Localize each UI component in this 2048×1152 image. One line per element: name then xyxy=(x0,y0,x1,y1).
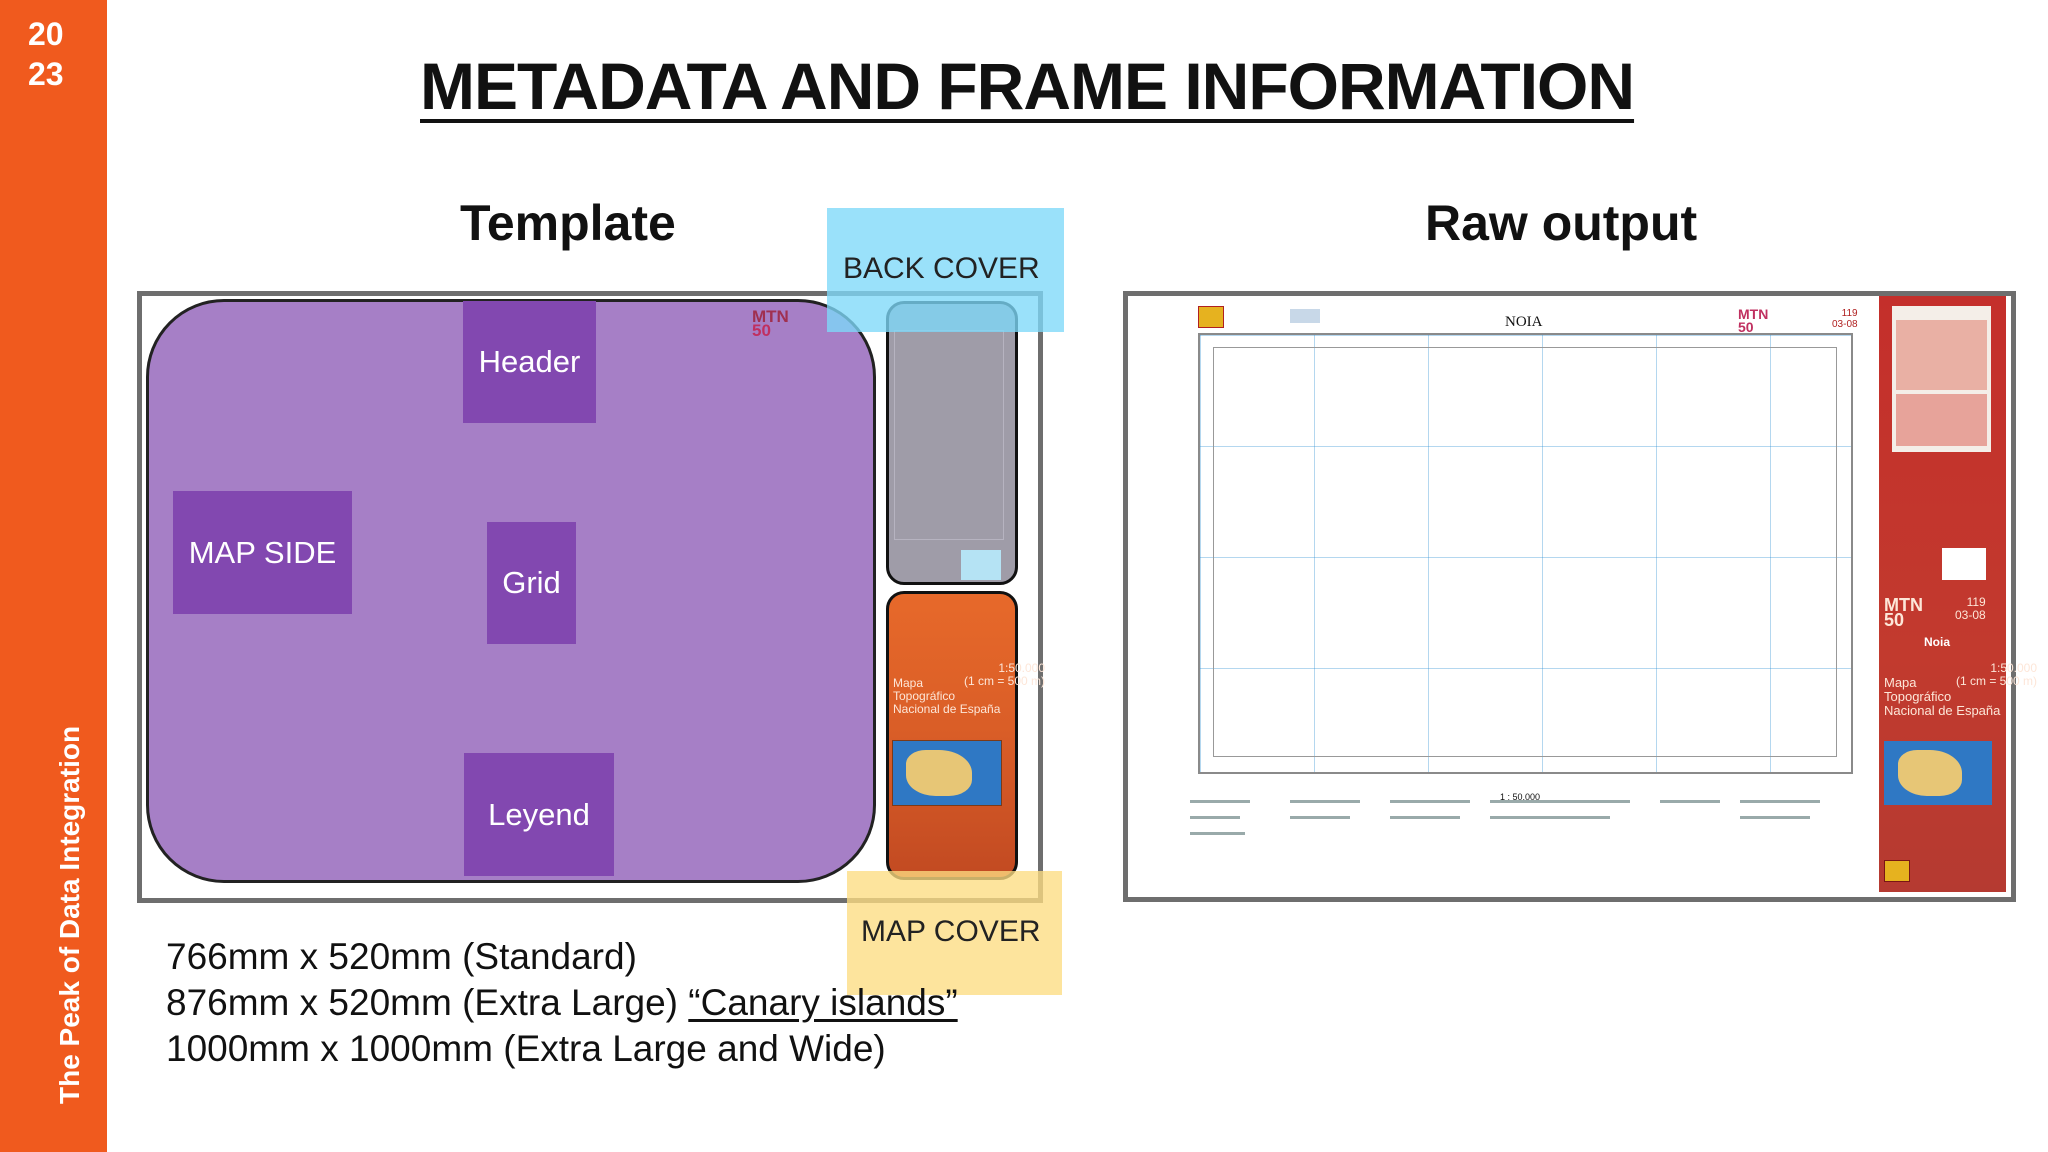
raw-legend-area xyxy=(1160,786,1870,881)
size-standard: 766mm x 520mm (Standard) xyxy=(166,936,637,977)
leyend-region-label: Leyend xyxy=(464,753,614,876)
map-cover-title-line-2: Topográfico xyxy=(893,689,956,703)
raw-cover-mtn-logo: MTN 50 xyxy=(1884,595,1923,630)
government-emblem xyxy=(1198,306,1224,328)
raw-back-cover-inset-map xyxy=(1896,394,1987,446)
map-cover-scale-sub: (1 cm = 500 m) xyxy=(964,674,1046,688)
raw-sheet-number: 119 03-08 xyxy=(1832,308,1858,330)
map-cover-title: Mapa Topográfico Nacional de España xyxy=(893,677,1000,716)
raw-sheet-number-text: 119 xyxy=(1841,308,1858,319)
mtn-logo-text: MTN xyxy=(752,307,789,326)
year-line-1: 20 xyxy=(28,16,64,52)
template-heading: Template xyxy=(460,195,676,251)
raw-cover-title-line-2: Topográfico xyxy=(1884,689,1952,704)
raw-cover-scale-text: 1:50.000 xyxy=(1990,661,2038,675)
raw-cover-scale-sub: (1 cm = 500 m) xyxy=(1956,674,2038,688)
back-cover-square xyxy=(961,550,1001,580)
map-cover-scale: 1:50.000 (1 cm = 500 m) xyxy=(964,662,1045,688)
legend-line xyxy=(1290,800,1360,803)
raw-cover-sheet-code: 03-08 xyxy=(1955,608,1986,622)
map-cover-scale-text: 1:50.000 xyxy=(998,661,1046,675)
raw-cover-sheet-number: 119 xyxy=(1966,595,1986,609)
raw-place-name: NOIA xyxy=(1505,314,1543,330)
raw-cover-mtn-number: 50 xyxy=(1884,610,1905,630)
institution-logo xyxy=(1290,309,1320,323)
mtn-logo-number: 50 xyxy=(752,321,771,340)
raw-cover-sheet: 119 03-08 xyxy=(1955,596,1986,622)
raw-cover-mtn-text: MTN xyxy=(1884,595,1923,615)
back-cover-inner-frame xyxy=(894,330,1004,540)
size-extra-large: 876mm x 520mm (Extra Large) “Canary isla… xyxy=(166,980,958,1026)
legend-line xyxy=(1490,816,1610,819)
map-cover-title-line-1: Mapa xyxy=(893,676,924,690)
legend-line xyxy=(1740,816,1810,819)
legend-line xyxy=(1190,832,1245,835)
map-side-region-label: MAP SIDE xyxy=(173,491,352,614)
header-region-label: Header xyxy=(463,301,596,423)
size-list: 766mm x 520mm (Standard) 876mm x 520mm (… xyxy=(166,934,958,1072)
raw-mtn-logo: MTN 50 xyxy=(1738,306,1769,335)
raw-cover-title-line-1: Mapa xyxy=(1884,675,1917,690)
raw-cover-title-line-3: Nacional de España xyxy=(1884,703,2001,718)
map-cover-title-line-3: Nacional de España xyxy=(893,702,1001,716)
sidebar-tagline: The Peak of Data Integration xyxy=(54,725,85,1104)
raw-mtn-logo-text: MTN xyxy=(1738,306,1769,322)
legend-line xyxy=(1490,800,1630,803)
legend-line xyxy=(1740,800,1820,803)
mtn-logo: MTN 50 xyxy=(752,307,789,340)
year-badge: 20 23 xyxy=(28,14,64,94)
legend-line xyxy=(1190,800,1250,803)
map-cover-thumbnail-land xyxy=(906,750,972,796)
size-extra-wide: 1000mm x 1000mm (Extra Large and Wide) xyxy=(166,1028,886,1069)
back-cover-label: BACK COVER xyxy=(827,208,1064,332)
legend-line xyxy=(1390,800,1470,803)
raw-cover-title: Mapa Topográfico Nacional de España xyxy=(1884,676,2000,718)
raw-mtn-logo-number: 50 xyxy=(1738,319,1754,335)
raw-map-grid xyxy=(1198,333,1853,774)
legend-line xyxy=(1190,816,1240,819)
raw-output-heading: Raw output xyxy=(1425,195,1698,251)
legend-line xyxy=(1390,816,1460,819)
raw-cover-place: Noia xyxy=(1924,635,1951,649)
raw-scale-text: 1 : 50.000 xyxy=(1500,792,1541,802)
year-line-2: 23 xyxy=(28,56,64,92)
slide-title: METADATA AND FRAME INFORMATION xyxy=(420,49,1635,123)
raw-map-inner-border xyxy=(1213,347,1837,757)
raw-cover-thumbnail-land xyxy=(1898,750,1962,796)
size-extra-large-text: 876mm x 520mm (Extra Large) xyxy=(166,982,689,1023)
legend-line xyxy=(1290,816,1350,819)
raw-back-cover-square xyxy=(1942,548,1986,580)
canary-islands-link: “Canary islands” xyxy=(688,982,958,1023)
grid-region-label: Grid xyxy=(487,522,576,644)
map-cover-region xyxy=(886,591,1018,880)
legend-line xyxy=(1660,800,1720,803)
raw-back-cover-map xyxy=(1896,320,1987,390)
map-cover-label: MAP COVER xyxy=(847,871,1062,995)
raw-cover-emblem xyxy=(1884,860,1910,882)
sidebar-rail xyxy=(0,0,107,1152)
raw-sheet-code: 03-08 xyxy=(1832,319,1858,330)
raw-cover-scale: 1:50.000 (1 cm = 500 m) xyxy=(1956,662,2037,688)
